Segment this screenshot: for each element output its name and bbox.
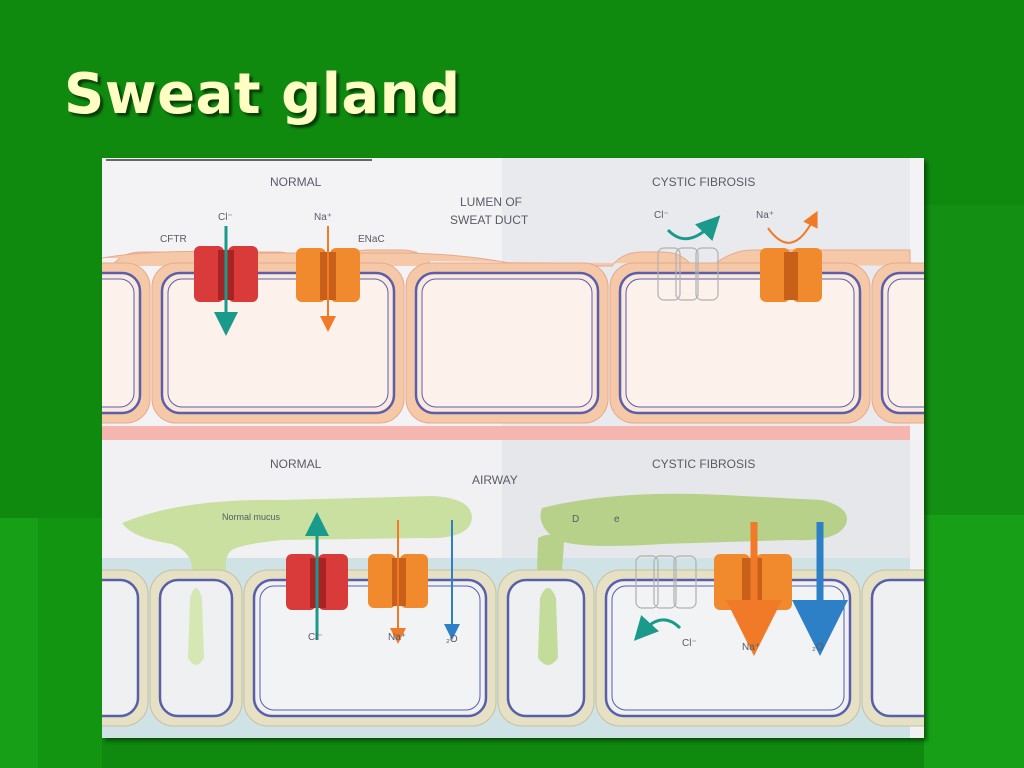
goblet-cell-cf <box>538 588 558 665</box>
cf-mucus-label-fragment-1: D <box>572 514 579 525</box>
enac-label: ENaC <box>358 234 385 245</box>
bottom-cf-sodium-label: Na⁺ <box>742 642 760 653</box>
top-cf-heading: CYSTIC FIBROSIS <box>652 175 755 189</box>
top-sodium-label: Na⁺ <box>314 212 332 223</box>
cftr-channel-airway-normal <box>286 554 348 610</box>
bottom-cf-water-label: ₂O <box>812 642 824 653</box>
bottom-chloride-label: Cl⁻ <box>308 632 323 643</box>
top-chloride-label: Cl⁻ <box>218 212 233 223</box>
cftr-channel-defective <box>657 247 719 301</box>
chloride-arrow-cf-blocked <box>633 615 682 641</box>
interstitial-band <box>102 426 910 440</box>
cftr-channel-airway-defective <box>635 555 697 609</box>
sodium-arrow-cf <box>767 210 818 244</box>
background-panel-right-upper <box>924 205 1024 515</box>
top-normal-heading: NORMAL <box>270 175 322 189</box>
top-cells <box>102 262 924 424</box>
bottom-cells <box>102 569 924 727</box>
enac-channel-normal <box>296 248 360 302</box>
top-cf-sodium-label: Na⁺ <box>756 210 774 221</box>
background-panel-right-lower <box>924 515 1024 768</box>
bottom-water-label: ₂O <box>446 634 458 645</box>
normal-mucus-label: Normal mucus <box>222 512 281 522</box>
bottom-cf-chloride-label: Cl⁻ <box>682 638 697 649</box>
bottom-normal-heading: NORMAL <box>270 457 322 471</box>
goblet-cell-normal <box>188 588 204 665</box>
diagram-canvas: NORMAL CYSTIC FIBROSIS LUMEN OF SWEAT DU… <box>102 158 924 738</box>
airway-label: AIRWAY <box>472 473 518 487</box>
slide-title: Sweat gland <box>64 62 461 127</box>
background-panel-left-inner <box>38 518 102 768</box>
lumen-label-line1: LUMEN OF <box>460 195 522 209</box>
cf-mucus-label-fragment-2: e <box>614 514 620 525</box>
sweat-duct-airway-diagram: NORMAL CYSTIC FIBROSIS LUMEN OF SWEAT DU… <box>102 158 924 738</box>
bottom-cf-heading: CYSTIC FIBROSIS <box>652 457 755 471</box>
enac-channel-cf <box>760 248 822 302</box>
thick-mucus-cf <box>540 493 847 546</box>
cftr-label: CFTR <box>160 234 187 245</box>
lumen-label-line2: SWEAT DUCT <box>450 213 529 227</box>
top-cf-chloride-label: Cl⁻ <box>654 210 669 221</box>
chloride-arrow-blocked <box>666 215 721 241</box>
bottom-sodium-label: Na⁺ <box>388 632 406 643</box>
